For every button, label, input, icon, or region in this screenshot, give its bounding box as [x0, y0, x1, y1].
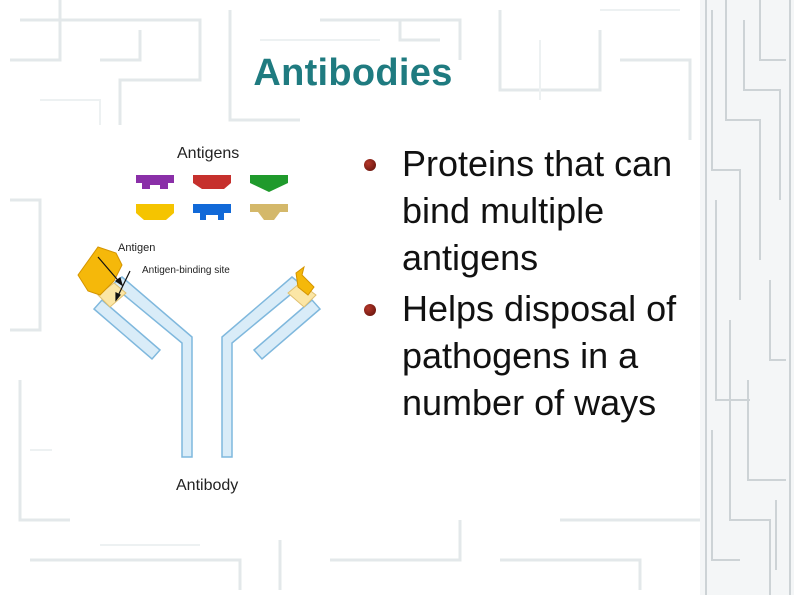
bullet-list: Proteins that can bind multiple antigens… — [364, 140, 694, 430]
slide-title: Antibodies — [253, 52, 453, 94]
antigen-tan — [250, 204, 288, 220]
bullet-item: Proteins that can bind multiple antigens — [364, 140, 694, 281]
antigen-green — [250, 175, 288, 192]
bound-antigen-right — [295, 265, 315, 296]
antigens-label: Antigens — [177, 145, 240, 162]
binding-site-label: Antigen-binding site — [142, 265, 230, 276]
bullet-item: Helps disposal of pathogens in a number … — [364, 285, 694, 426]
right-light-chain — [252, 298, 322, 361]
right-heavy-chain — [221, 276, 304, 458]
antibody-label: Antibody — [176, 477, 239, 494]
left-light-chain — [92, 298, 162, 361]
antigen-red — [193, 175, 231, 189]
bullet-dot-icon — [364, 304, 376, 316]
bullet-text: Proteins that can bind multiple antigens — [402, 143, 673, 278]
antigen-blue — [193, 204, 231, 220]
bullet-dot-icon — [364, 159, 376, 171]
left-heavy-chain — [110, 276, 193, 458]
antigen-yellow — [136, 204, 174, 220]
bullet-text: Helps disposal of pathogens in a number … — [402, 288, 677, 423]
antibody-figure: Antigens Antigen Antigen-binding site An… — [52, 125, 362, 510]
bound-antigen-left — [77, 246, 123, 296]
antigen-purple — [136, 175, 174, 189]
antigen-label: Antigen — [118, 242, 156, 254]
